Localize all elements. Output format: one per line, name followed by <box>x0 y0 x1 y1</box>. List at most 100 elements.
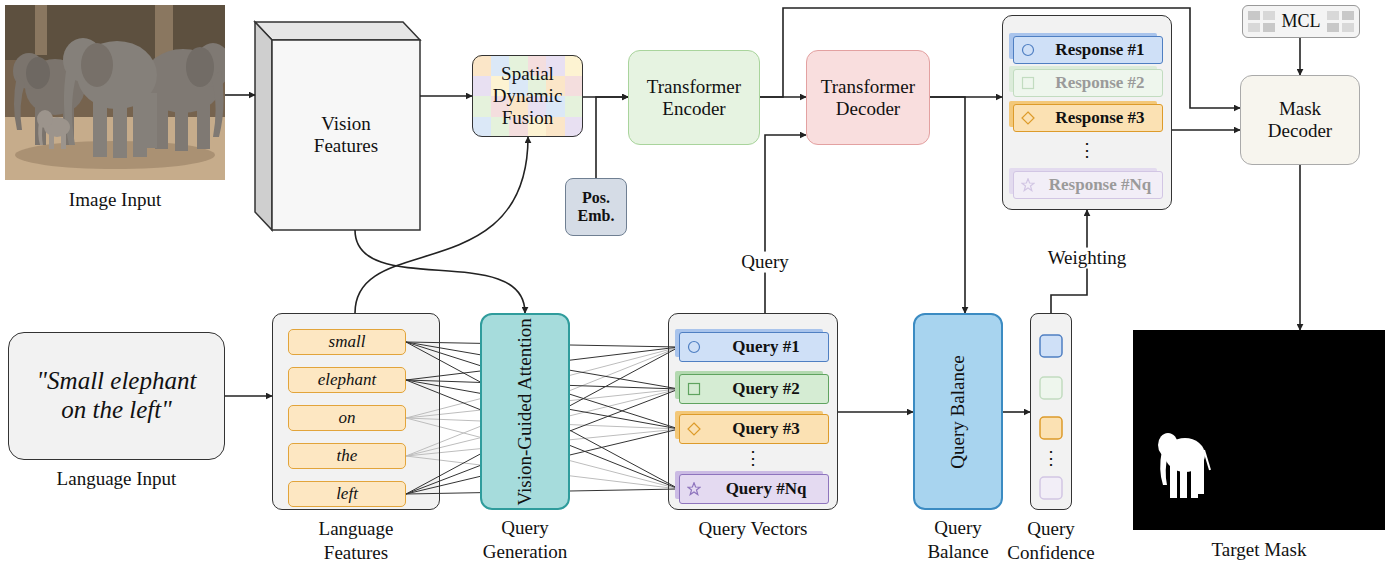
node-label: "Small elephant on the left" <box>27 367 207 425</box>
mcl-icons-part <box>1248 23 1260 32</box>
target-mask: Target Mask <box>1133 330 1385 530</box>
query-vectors-panel: Query VectorsQuery #1Query #2Query #3Que… <box>668 313 838 510</box>
response-box: Response #Nq <box>1013 171 1163 199</box>
connector <box>930 97 965 313</box>
elephant-photo-part <box>186 47 214 87</box>
node-label: Query #Nq <box>726 479 807 499</box>
connector <box>225 395 272 397</box>
image-input-photo: Image Input <box>5 5 225 180</box>
query-balance: Query BalanceQuery Balance <box>913 313 1003 510</box>
node-label: small <box>329 332 366 352</box>
language-input-box: "Small elephant on the left"Language Inp… <box>8 332 225 460</box>
elephant-photo-part-part <box>133 95 147 157</box>
language-features-panel: Language Featuressmallelephantontheleft <box>272 313 440 510</box>
node-label: Vision-Guided Attention <box>514 318 536 505</box>
feature-cube-part <box>272 40 420 230</box>
mask-image-part-part <box>1191 462 1198 498</box>
shape-icon <box>1021 76 1035 90</box>
connector <box>355 230 525 313</box>
mcl-icons-part <box>1342 23 1354 32</box>
node-label: Response #1 <box>1055 40 1144 60</box>
node-label: Query #2 <box>732 379 800 399</box>
response-panel: Response #1 Response #2 Response #3 Respons… <box>1002 15 1172 210</box>
elephant-photo-part-part <box>61 133 66 149</box>
fusion-grid-part <box>472 55 491 76</box>
mask-image-part-part <box>1180 465 1187 498</box>
node-label: left <box>336 484 358 504</box>
confidence-squares-part <box>1040 335 1062 357</box>
node-label: Pos. Emb. <box>566 189 626 226</box>
mcl-icons-part <box>1327 11 1339 20</box>
vision-guided-attention: Vision-Guided AttentionQuery Generation <box>480 313 570 510</box>
mask-image-part <box>1158 433 1205 498</box>
node-label: elephant <box>318 370 377 390</box>
shape-icon-outline <box>689 342 700 353</box>
shape-icon <box>1021 111 1035 125</box>
word-token: small <box>288 329 406 355</box>
node-caption: Query Vectors <box>699 517 808 541</box>
mask-image-part-part <box>1170 462 1177 498</box>
confidence-squares-part <box>1040 417 1062 439</box>
elephant-photo-part-part <box>113 100 127 158</box>
mcl-icons-part <box>1242 5 1360 38</box>
feature-cube-part <box>255 22 272 230</box>
word-token: left <box>288 481 406 507</box>
elephant-photo-part-part <box>14 75 25 130</box>
panel-fills <box>272 313 1072 510</box>
node-label: Transformer Encoder <box>639 76 749 120</box>
panel-fills-part <box>1030 313 1072 510</box>
connector <box>225 94 255 96</box>
elephant-photo-part <box>63 38 157 158</box>
node-label: Transformer Decoder <box>813 76 923 120</box>
elephant-photo-part <box>35 5 47 55</box>
connector <box>596 97 628 178</box>
mask-image <box>1133 330 1385 530</box>
node-label: Response #3 <box>1055 108 1144 128</box>
mask-image-part-part <box>1198 460 1204 494</box>
response-box: Response #3 <box>1013 104 1163 132</box>
confidence-squares-part <box>1040 377 1062 399</box>
query-box: Query #Nq <box>679 474 829 504</box>
node-label: Spatial Dynamic Fusion <box>480 63 575 129</box>
elephant-photo-part <box>37 110 70 149</box>
node-label: Mask Decoder <box>1255 98 1345 142</box>
connector-layer-part <box>225 8 1300 494</box>
vision-features-cube: Vision Features <box>255 22 420 230</box>
fusion-grid-part <box>472 76 491 96</box>
mask-image-part-part <box>1158 433 1178 457</box>
shape-icon <box>687 382 701 396</box>
mcl-box: MCL <box>1242 5 1360 38</box>
fusion-grid-part <box>472 96 491 117</box>
shape-icon-outline <box>1022 112 1034 124</box>
elephant-photo-part <box>81 43 113 87</box>
elephant-photo-part-part <box>38 121 43 145</box>
shape-icon-outline <box>1022 179 1034 191</box>
node-label: on <box>339 408 356 428</box>
node-caption: Query Generation <box>475 516 575 564</box>
shape-icon-outline <box>688 423 700 435</box>
shape-icon <box>687 422 701 436</box>
elephant-photo-part-part <box>211 71 224 137</box>
elephant-photo-part-part <box>93 95 107 157</box>
query-box: Query #2 <box>679 374 829 404</box>
mcl-icons-part <box>1248 11 1260 20</box>
node-label: Response #Nq <box>1049 175 1152 195</box>
shape-icon <box>1021 43 1035 57</box>
node-label: Vision Features <box>301 113 391 157</box>
node-label: MCL <box>1281 11 1320 32</box>
fusion-grid-part <box>565 76 583 96</box>
shape-icon <box>1021 178 1035 192</box>
connector <box>1172 129 1240 131</box>
response-box: Response #2 <box>1013 69 1163 97</box>
confidence-squares-part <box>1040 477 1062 499</box>
node-caption: Query Confidence <box>1001 517 1101 565</box>
feature-cube-part <box>255 22 420 40</box>
edge-label: Weighting <box>1045 248 1130 269</box>
mask-image-part-part <box>1160 450 1168 485</box>
connector <box>838 411 913 413</box>
elephant-photo-part-part <box>49 133 54 149</box>
elephant-photo-part-part <box>175 101 188 151</box>
pos-emb-box: Pos. Emb. <box>565 178 627 236</box>
node-caption: Target Mask <box>1212 538 1307 562</box>
fusion-grid-part <box>565 55 583 76</box>
